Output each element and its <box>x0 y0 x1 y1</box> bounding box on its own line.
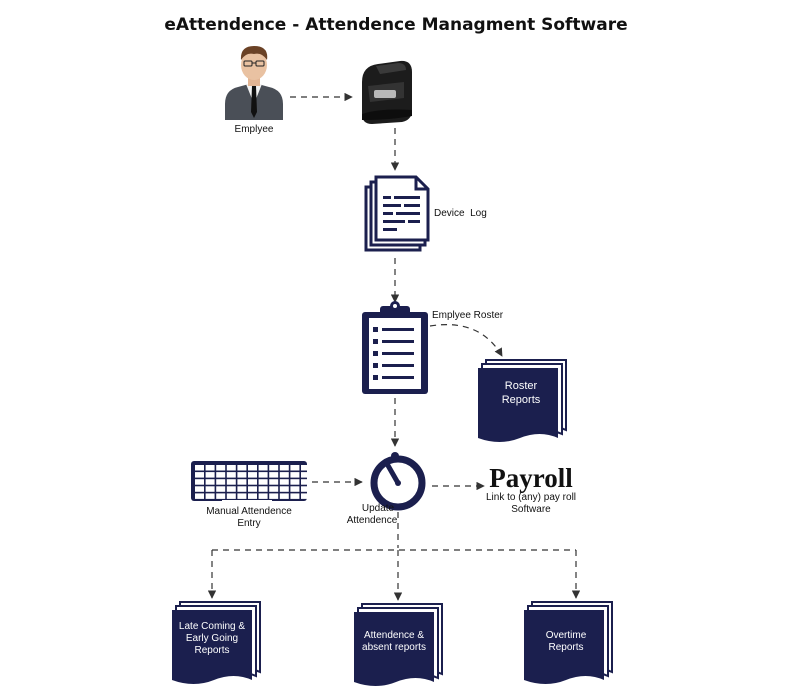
overtime-reports-label-line2: Reports <box>548 642 583 653</box>
roster-node: Emplyee Roster <box>362 301 504 394</box>
keyboard-key <box>216 465 226 471</box>
device-log-label: Device Log <box>434 208 487 219</box>
keyboard-key <box>195 472 204 478</box>
late-reports-node: Late Coming & Early Going Reports <box>171 601 261 685</box>
absent-reports-label-line2: absent reports <box>362 642 426 653</box>
device-log-node: Device Log <box>364 175 487 252</box>
roster-reports-node: Roster Reports <box>477 359 567 443</box>
person-icon <box>225 46 283 120</box>
keyboard-key <box>279 472 289 478</box>
keyboard-key <box>258 465 268 471</box>
fingerprint-scanner-icon <box>362 60 412 124</box>
keyboard-key <box>237 465 247 471</box>
keyboard-key <box>290 472 300 478</box>
keyboard-key <box>216 479 226 485</box>
connector-roster-reports <box>429 324 503 357</box>
keyboard-key <box>269 493 279 499</box>
keyboard-key <box>290 479 300 485</box>
keyboard-key <box>205 472 215 478</box>
page-title: eAttendence - Attendence Managment Softw… <box>164 15 627 35</box>
keyboard-key <box>237 479 247 485</box>
payroll-title: Payroll <box>489 463 573 493</box>
update-node: Update Attendence <box>347 452 426 526</box>
keyboard-key <box>195 486 204 492</box>
keyboard-key <box>301 465 310 471</box>
keyboard-spacebar <box>222 500 272 503</box>
keyboard-key <box>290 493 300 499</box>
documents-icon <box>364 175 430 252</box>
keyboard-icon <box>191 461 310 503</box>
clipboard-icon <box>362 301 428 394</box>
keyboard-key <box>301 486 310 492</box>
keyboard-key <box>269 479 279 485</box>
keyboard-key <box>279 479 289 485</box>
manual-entry-label-line1: Manual Attendence <box>206 506 292 517</box>
keyboard-key <box>279 486 289 492</box>
keyboard-key <box>216 493 226 499</box>
keyboard-key <box>248 479 257 485</box>
keyboard-key <box>226 472 236 478</box>
keyboard-key <box>301 479 310 485</box>
keyboard-key <box>290 486 300 492</box>
manual-entry-node: Manual Attendence Entry <box>191 461 310 529</box>
keyboard-key <box>248 493 257 499</box>
roster-reports-label-line2: Reports <box>502 394 541 406</box>
keyboard-key <box>258 493 268 499</box>
update-label-line1: Update <box>362 503 395 514</box>
keyboard-key <box>258 486 268 492</box>
update-label-line2: Attendence <box>347 515 398 526</box>
keyboard-key <box>226 493 236 499</box>
keyboard-key <box>258 472 268 478</box>
roster-label: Emplyee Roster <box>432 310 504 321</box>
absent-reports-label-line1: Attendence & <box>364 630 424 641</box>
keyboard-key <box>269 472 279 478</box>
overtime-reports-label-line1: Overtime <box>546 630 587 641</box>
keyboard-key <box>258 479 268 485</box>
keyboard-key <box>195 465 204 471</box>
stopwatch-icon <box>370 452 426 511</box>
payroll-label-line1: Link to (any) pay roll <box>486 492 576 503</box>
keyboard-key <box>237 486 247 492</box>
payroll-node: Payroll Link to (any) pay roll Software <box>486 463 576 515</box>
keyboard-key <box>290 465 300 471</box>
employee-node: Emplyee <box>225 46 283 135</box>
keyboard-key <box>226 479 236 485</box>
keyboard-key <box>237 472 247 478</box>
keyboard-key <box>205 479 215 485</box>
keyboard-key <box>205 486 215 492</box>
keyboard-key <box>301 472 310 478</box>
keyboard-key <box>237 493 247 499</box>
manual-entry-label-line2: Entry <box>237 518 260 529</box>
keyboard-key <box>216 486 226 492</box>
keyboard-key <box>248 465 257 471</box>
late-reports-label-line1: Late Coming & <box>179 621 245 632</box>
employee-label: Emplyee <box>235 124 274 135</box>
keyboard-key <box>205 493 215 499</box>
keyboard-key <box>248 486 257 492</box>
keyboard-key <box>269 486 279 492</box>
keyboard-key <box>279 493 289 499</box>
keyboard-key <box>205 465 215 471</box>
keyboard-key <box>195 479 204 485</box>
keyboard-key <box>248 472 257 478</box>
keyboard-key <box>195 493 204 499</box>
absent-reports-node: Attendence & absent reports <box>353 603 443 687</box>
late-reports-label-line2: Early Going <box>186 633 238 644</box>
keyboard-key <box>279 465 289 471</box>
keyboard-key <box>226 486 236 492</box>
keyboard-key <box>301 493 310 499</box>
payroll-label-line2: Software <box>511 504 551 515</box>
connectors <box>207 92 581 601</box>
keyboard-key <box>216 472 226 478</box>
roster-reports-label-line1: Roster <box>505 380 538 392</box>
keyboard-key <box>269 465 279 471</box>
keyboard-key <box>226 465 236 471</box>
late-reports-label-line3: Reports <box>194 645 229 656</box>
overtime-reports-node: Overtime Reports <box>523 601 613 685</box>
